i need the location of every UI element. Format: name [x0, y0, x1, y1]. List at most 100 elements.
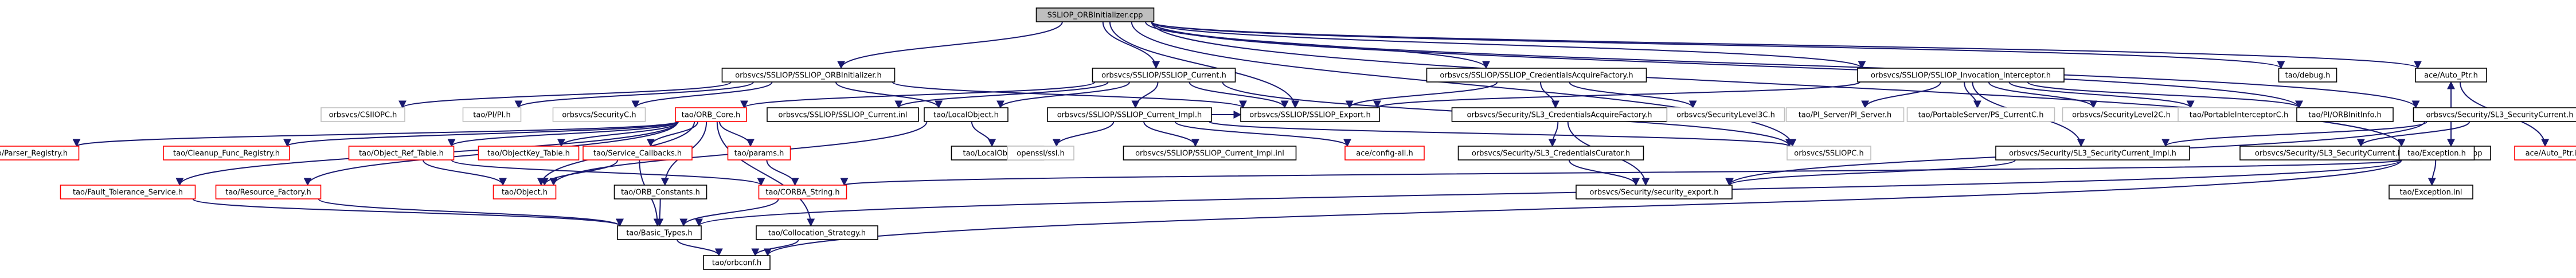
node-basictypes[interactable]: tao/Basic_Types.h — [617, 225, 702, 240]
edge-sl3current_h-to-sl3cur_inl — [2356, 121, 2471, 147]
node-box — [2398, 146, 2475, 160]
node-box — [1035, 7, 1155, 22]
node-export[interactable]: orbsvcs/SSLIOP/SSLIOP_Export.h — [1240, 107, 1380, 122]
node-ssliopc[interactable]: orbsvcs/SSLIOPC.h — [1787, 146, 1871, 160]
node-label: tao/params.h — [734, 150, 784, 158]
node-parser[interactable]: tao/Parser_Registry.h — [0, 146, 80, 160]
node-curimpl-inl[interactable]: orbsvcs/SSLIOP/SSLIOP_Current_Impl.inl — [1123, 146, 1297, 160]
edge-root-to-current_h — [1102, 21, 1160, 69]
node-box — [2413, 107, 2576, 122]
node-sl3credacq[interactable]: orbsvcs/Security/SL3_CredentialsAcquireF… — [1451, 107, 1668, 122]
node-openssl[interactable]: openssl/ssl.h — [1007, 146, 1074, 160]
node-fault[interactable]: tao/Fault_Tolerance_Service.h — [60, 185, 196, 199]
edge-exception_h-to-orbconf — [764, 159, 2402, 257]
node-box — [756, 225, 878, 240]
node-configall[interactable]: ace/config-all.h — [1344, 146, 1425, 160]
node-psc[interactable]: tao/PortableServer/PS_CurrentC.h — [1906, 107, 2055, 122]
edge-curimpl_h-to-openssl — [1052, 121, 1115, 147]
node-pi[interactable]: tao/PI/PI.h — [462, 107, 522, 122]
node-orbcore[interactable]: tao/ORB_Core.h — [675, 107, 747, 122]
node-resfact[interactable]: tao/Resource_Factory.h — [215, 185, 322, 199]
edge-credacq_h-to-sl3credacq — [1539, 81, 1560, 109]
node-label: orbsvcs/SSLIOP/SSLIOP_Export.h — [1249, 111, 1370, 120]
node-current-inl[interactable]: orbsvcs/SSLIOP/SSLIOP_Current.inl — [767, 107, 919, 122]
node-label: orbsvcs/SecurityC.h — [562, 111, 636, 120]
node-sl3current-h[interactable]: orbsvcs/Security/SL3_SecurityCurrent.h — [2413, 107, 2576, 122]
node-localobj[interactable]: tao/LocalObject.h — [924, 107, 1008, 122]
node-exception-inl[interactable]: tao/Exception.inl — [2389, 185, 2473, 199]
node-seclevel3[interactable]: orbsvcs/SecurityLevel3C.h — [1666, 107, 1785, 122]
node-box — [721, 68, 896, 83]
node-orbinit-h[interactable]: orbsvcs/SSLIOP/SSLIOP_ORBInitializer.h — [721, 68, 896, 83]
edge-localobj-to-localobj_inl — [971, 121, 996, 147]
node-box — [617, 225, 702, 240]
edge-objref-to-corbastr — [451, 159, 765, 186]
node-debug[interactable]: tao/debug.h — [2278, 68, 2337, 83]
node-pic[interactable]: tao/PortableInterceptorC.h — [2178, 107, 2300, 122]
node-pi-server[interactable]: tao/PI_Server/PI_Server.h — [1785, 107, 1905, 122]
edge-fault-to-basictypes — [192, 198, 624, 227]
node-box — [2178, 107, 2300, 122]
node-box — [320, 107, 405, 122]
node-cleanup[interactable]: tao/Cleanup_Func_Registry.h — [163, 146, 290, 160]
node-label: tao/orbconf.h — [712, 259, 761, 268]
node-box — [2415, 68, 2487, 83]
node-sl3credcur[interactable]: orbsvcs/Security/SL3_CredentialsCurator.… — [1457, 146, 1644, 160]
node-invint-h[interactable]: orbsvcs/SSLIOP/SSLIOP_Invocation_Interce… — [1857, 68, 2065, 83]
node-orbinitinfo[interactable]: tao/PI/ORBInitInfo.h — [2296, 107, 2394, 122]
node-objref[interactable]: tao/Object_Ref_Table.h — [348, 146, 455, 160]
node-sl3cur-inl[interactable]: orbsvcs/Security/SL3_SecurityCurrent.inl — [2239, 146, 2422, 160]
edge-curimpl_h-to-ssliopc — [1209, 121, 1793, 147]
node-label: tao/Parser_Registry.h — [0, 150, 68, 158]
node-current-h[interactable]: orbsvcs/SSLIOP/SSLIOP_Current.h — [1092, 68, 1236, 83]
node-box — [163, 146, 290, 160]
node-label: tao/PortableInterceptorC.h — [2190, 111, 2288, 120]
node-sl3curimpl[interactable]: orbsvcs/Security/SL3_SecurityCurrent_Imp… — [1995, 146, 2190, 160]
node-orbconst[interactable]: tao/ORB_Constants.h — [613, 185, 707, 199]
node-exception-h[interactable]: tao/Exception.h — [2398, 146, 2475, 160]
edge-root-to-ssliopc — [1131, 21, 1797, 147]
node-label: orbsvcs/Security/SL3_SecurityCurrent_Imp… — [2009, 150, 2176, 158]
node-autoptr-h[interactable]: ace/Auto_Ptr.h — [2415, 68, 2487, 83]
node-label: tao/CORBA_String.h — [765, 189, 839, 197]
node-box — [1007, 146, 1074, 160]
node-csiiopc[interactable]: orbsvcs/CSIIOPC.h — [320, 107, 405, 122]
edge-root-to-autoptr_h — [1151, 21, 2422, 69]
node-securityc[interactable]: orbsvcs/SecurityC.h — [552, 107, 646, 122]
node-label: orbsvcs/SSLIOP/SSLIOP_Current.inl — [779, 111, 908, 120]
edge-curimpl_h-to-curimpl_inl — [1143, 121, 1199, 147]
node-orbconf[interactable]: tao/orbconf.h — [703, 255, 771, 270]
node-box — [1787, 146, 1871, 160]
edge-exception_h-to-exception_inl — [2428, 159, 2437, 186]
node-box — [1092, 68, 1236, 83]
node-colstrat[interactable]: tao/Collocation_Strategy.h — [756, 225, 878, 240]
node-corbastr[interactable]: tao/CORBA_String.h — [758, 185, 847, 199]
node-label: tao/Collocation_Strategy.h — [768, 229, 866, 238]
edge-colstrat-to-orbconf — [751, 239, 799, 257]
node-objkey[interactable]: tao/ObjectKey_Table.h — [478, 146, 580, 160]
node-seclevel2[interactable]: orbsvcs/SecurityLevel2C.h — [2062, 107, 2181, 122]
edge-exception_h-to-basictypes — [695, 159, 2402, 227]
node-params[interactable]: tao/params.h — [727, 146, 791, 160]
node-autoptr-inl[interactable]: ace/Auto_Ptr.inl — [2514, 146, 2576, 160]
node-box — [2278, 68, 2337, 83]
node-box — [2296, 107, 2394, 122]
edge-current_h-to-curimpl_h — [1131, 81, 1159, 109]
node-box — [492, 185, 557, 199]
node-box — [1785, 107, 1905, 122]
node-box — [462, 107, 522, 122]
node-box — [1857, 68, 2065, 83]
node-secexport[interactable]: orbsvcs/Security/security_export.h — [1576, 185, 1733, 199]
node-box — [1240, 107, 1380, 122]
edge-current_h-to-export — [1189, 81, 1289, 109]
node-root[interactable]: SSLIOP_ORBInitializer.cpp — [1035, 7, 1155, 22]
node-svccb[interactable]: tao/Service_Callbacks.h — [583, 146, 693, 160]
edge-root-to-invint_h — [1151, 21, 1866, 69]
node-box — [703, 255, 771, 270]
node-label: tao/ObjectKey_Table.h — [487, 150, 570, 158]
node-label: orbsvcs/Security/SL3_CredentialsCurator.… — [1472, 150, 1630, 158]
node-credacq-h[interactable]: orbsvcs/SSLIOP/SSLIOP_CredentialsAcquire… — [1426, 68, 1647, 83]
node-curimpl-h[interactable]: orbsvcs/SSLIOP/SSLIOP_Current_Impl.h — [1047, 107, 1212, 122]
node-box — [1457, 146, 1644, 160]
node-object[interactable]: tao/Object.h — [492, 185, 557, 199]
